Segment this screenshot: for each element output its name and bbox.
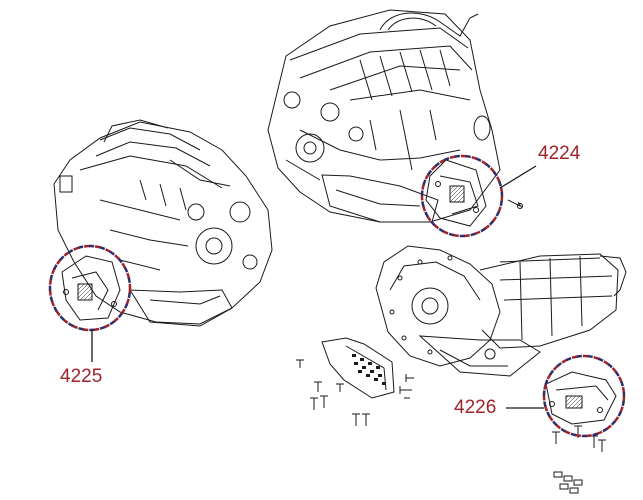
callout-circle-4226-alt bbox=[542, 354, 626, 438]
callout-label-4226: 4226 bbox=[454, 397, 497, 418]
callout-label-4224: 4224 bbox=[538, 143, 581, 164]
engine-mount-4224 bbox=[425, 159, 487, 227]
callout-label-4225: 4225 bbox=[60, 366, 103, 387]
leader-line-4224 bbox=[499, 165, 537, 189]
engine-mount-4225 bbox=[61, 255, 121, 321]
bracket-and-bolts bbox=[296, 337, 414, 426]
left-engine bbox=[53, 119, 273, 327]
callout-circle-4224-alt bbox=[420, 154, 504, 238]
callout-circle-4225-alt bbox=[48, 244, 132, 332]
transmission bbox=[375, 245, 627, 377]
top-engine bbox=[267, 9, 523, 223]
transmission-mount-4226 bbox=[545, 371, 617, 494]
